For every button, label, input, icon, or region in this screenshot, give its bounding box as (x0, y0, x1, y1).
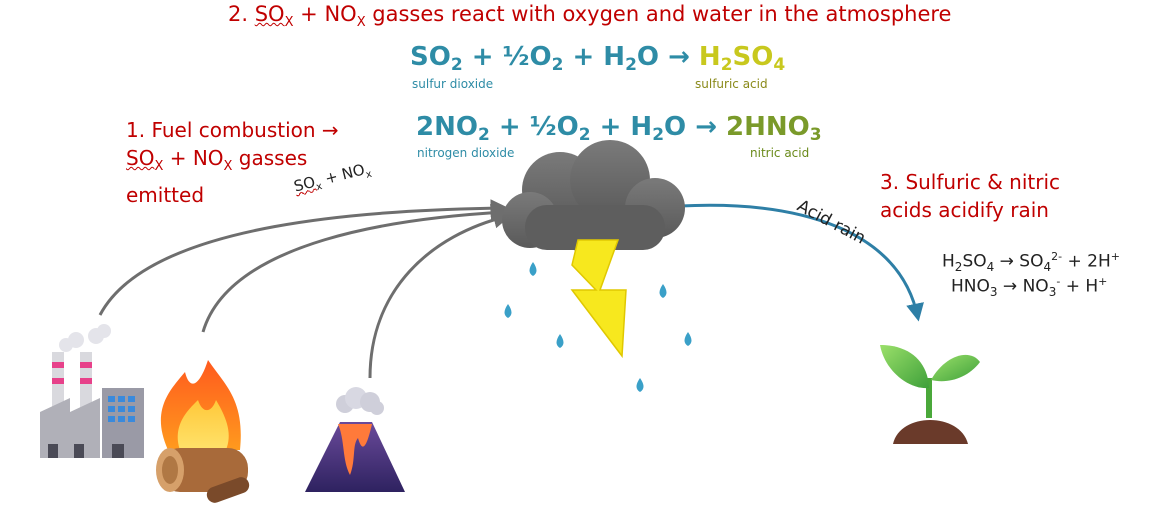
step-2-title: 2. SOX + NOX gasses react with oxygen an… (228, 2, 951, 30)
step-2-rest: gasses react with oxygen and water in th… (365, 2, 952, 26)
diss1-term: SO (962, 251, 987, 272)
diss1-charge: + (1110, 250, 1120, 263)
nitric-acid-formula: 2HNO3 (726, 112, 822, 145)
eq1-sub: 2 (720, 55, 733, 75)
sox-base: SO (126, 146, 155, 170)
diss2-sub: 3 (989, 285, 998, 300)
diss1-charge: 2- (1051, 250, 1063, 263)
step-1-text: 1. Fuel combustion → SOX + NOX gasses em… (126, 116, 339, 209)
step-1-line-2: SOX + NOX gasses (126, 144, 339, 181)
diss2-term: → NO (997, 276, 1049, 297)
volcano-icon (305, 387, 405, 492)
factory-emission-arrow (98, 199, 509, 316)
eq2-water: + H (590, 112, 653, 142)
diss2-charge: - (1056, 275, 1061, 288)
lightning-bolt-icon (570, 239, 627, 359)
nitric-acid-label: nitric acid (750, 146, 810, 160)
sulfuric-acid-formula: H2SO4 (698, 42, 786, 75)
eq1-water: + H (563, 42, 626, 72)
eq1-sub: 4 (773, 55, 786, 75)
step-3-line-2: acids acidify rain (880, 198, 1049, 222)
diss1-sub: 2 (954, 260, 963, 275)
storm-cloud-icon (502, 140, 685, 256)
diss1-term: + 2H (1062, 251, 1111, 272)
sox-subscript: X (154, 159, 164, 174)
plus-sign: + (293, 2, 325, 26)
nox-subscript: X (223, 159, 233, 174)
nox-base: NO (324, 2, 357, 26)
seedling-icon (880, 345, 980, 444)
volcano-emission-arrow (368, 210, 512, 379)
sulfur-dioxide-label: sulfur dioxide (412, 77, 494, 91)
eq2-sub: 3 (809, 125, 822, 145)
nox-base: + NO (163, 146, 224, 170)
sox-base: SO (292, 172, 318, 196)
diss2-sub: 3 (1048, 285, 1057, 300)
factory-icon (40, 324, 144, 458)
eq2-reactant: 2NO (416, 112, 478, 142)
campfire-icon (156, 360, 250, 503)
eq2-product: 2HNO (726, 112, 810, 142)
nitric-dissociation: HNO3 → NO3- + H+ (951, 270, 1107, 304)
step-1-line-1: 1. Fuel combustion → (126, 118, 339, 142)
diss2-term: HNO (951, 276, 990, 297)
eq1-product: SO (732, 42, 774, 72)
diss1-term: H (942, 251, 955, 272)
acid-rain-arrow (679, 203, 924, 322)
nitrogen-dioxide-label: nitrogen dioxide (417, 146, 515, 160)
eq1-sub: 2 (450, 55, 463, 75)
eq1-oxygen: + ½O (462, 42, 552, 72)
sulfuric-acid-label: sulfuric acid (695, 77, 768, 91)
nox-subscript: X (356, 15, 366, 31)
diss1-sub: 4 (1043, 260, 1052, 275)
sulfuric-dissociation: H2SO4 → SO42- + 2H+ (942, 245, 1120, 279)
diss1-term: → SO (994, 251, 1044, 272)
sulfur-equation: SO2 + ½O2 + H2O → H2SO4 (410, 42, 785, 75)
eq2-sub: 2 (578, 125, 591, 145)
eq1-product: H (698, 42, 721, 72)
diss2-term: + H (1060, 276, 1099, 297)
eq2-oxygen: + ½O (489, 112, 579, 142)
eq1-sub: 2 (625, 55, 637, 75)
sox-text: SOX (126, 146, 163, 174)
eq2-sub: 2 (477, 125, 490, 145)
step-1-line-3: emitted (126, 183, 205, 207)
eq1-reactant: SO (410, 42, 451, 72)
diss1-sub: 4 (986, 260, 995, 275)
nitrogen-equation: 2NO2 + ½O2 + H2O → 2HNO3 (416, 112, 822, 145)
eq1-arrow: O → (636, 42, 699, 72)
eq2-sub: 2 (652, 125, 665, 145)
fire-emission-arrow (201, 203, 509, 333)
gasses-word: gasses (232, 146, 308, 170)
eq1-sub: 2 (551, 55, 564, 75)
step-2-number: 2. (228, 2, 255, 26)
step-3-text: 3. Sulfuric & nitric acids acidify rain (880, 168, 1060, 224)
step-3-line-1: 3. Sulfuric & nitric (880, 170, 1061, 194)
sox-text: SOX (254, 2, 294, 30)
sox-subscript: X (284, 15, 294, 31)
raindrop-icon (504, 262, 692, 392)
sox-base: SO (254, 2, 285, 26)
eq2-arrow: O → (664, 112, 727, 142)
diss2-charge: + (1098, 275, 1108, 288)
